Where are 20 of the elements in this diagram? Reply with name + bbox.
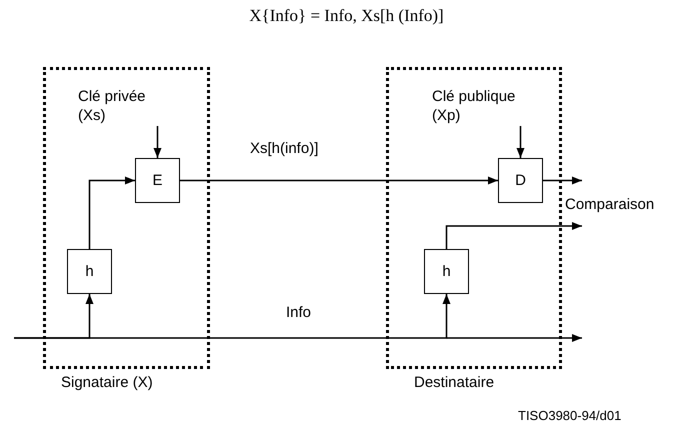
- arrow: [154, 126, 162, 158]
- text-label: Clé publique (Xp): [432, 86, 542, 126]
- edge-label: Xs[h(info)]: [248, 140, 320, 157]
- text-label: Clé privée (Xs): [78, 86, 162, 126]
- info-line: [446, 334, 582, 342]
- text-label: Comparaison: [565, 186, 675, 222]
- function-box: h: [424, 249, 469, 294]
- arrow: [516, 126, 524, 158]
- arrow: [446, 222, 582, 249]
- function-box: E: [135, 158, 180, 203]
- arrow: [180, 176, 498, 184]
- group-heading: Destinataire: [414, 374, 494, 391]
- formula-title: X{Info} = Info, Xs[h (Info)]: [248, 6, 445, 26]
- arrow: [543, 176, 582, 184]
- function-box: h: [67, 249, 112, 294]
- function-box: D: [498, 158, 543, 203]
- group-heading: Signataire (X): [61, 374, 153, 391]
- figure-code: TISO3980-94/d01: [518, 408, 622, 423]
- arrow: [14, 294, 450, 339]
- arrow: [88, 176, 135, 249]
